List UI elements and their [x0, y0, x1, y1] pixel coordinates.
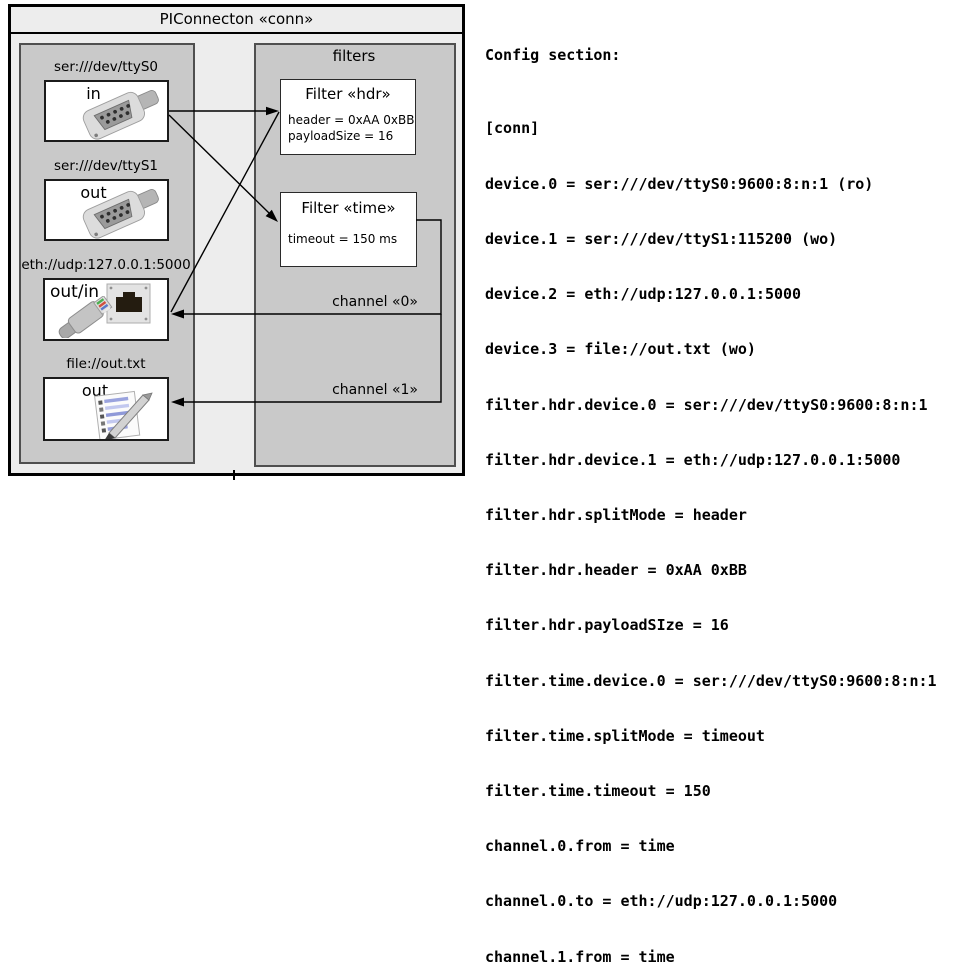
channel-1-label: channel «1»	[332, 382, 418, 398]
filter-attr: header = 0xAA 0xBB	[288, 113, 415, 127]
device-box-file: out	[43, 377, 169, 441]
title-separator	[10, 32, 463, 34]
screenshot-root: PIConnecton «conn» ser:///dev/ttyS0 in s…	[8, 4, 937, 966]
config-line: channel.0.from = time	[485, 837, 675, 856]
device-mode-label: out	[80, 183, 107, 202]
config-line: filter.hdr.payloadSIze = 16	[485, 616, 729, 635]
config-line: filter.time.device.0 = ser:///dev/ttyS0:…	[485, 671, 937, 690]
filter-title: Filter «time»	[301, 199, 396, 217]
filter-title: Filter «hdr»	[305, 85, 391, 103]
filters-panel-title: filters	[332, 47, 376, 65]
device-mode-label: out/in	[50, 282, 100, 302]
device-uri-label: file://out.txt	[66, 356, 146, 372]
channel-0-label: channel «0»	[332, 294, 418, 310]
notepad-icon	[94, 390, 153, 439]
config-line: filter.time.timeout = 150	[485, 782, 711, 801]
filter-attr: payloadSize = 16	[288, 129, 394, 143]
config-line: filter.hdr.device.1 = eth://udp:127.0.0.…	[485, 450, 901, 469]
device-uri-label: ser:///dev/ttyS1	[54, 158, 158, 174]
device-box-ttyS0: in	[44, 80, 169, 142]
config-line: device.1 = ser:///dev/ttyS1:115200 (wo)	[485, 229, 838, 248]
config-line: channel.1.from = time	[485, 947, 675, 966]
device-box-ttyS1: out	[44, 179, 169, 241]
config-line: filter.hdr.splitMode = header	[485, 505, 747, 524]
config-line: filter.hdr.device.0 = ser:///dev/ttyS0:9…	[485, 395, 928, 414]
config-line: filter.hdr.header = 0xAA 0xBB	[485, 561, 747, 580]
config-line: device.0 = ser:///dev/ttyS0:9600:8:n:1 (…	[485, 174, 874, 193]
config-heading: Config section:	[485, 45, 621, 64]
ethernet-connector-icon	[58, 296, 113, 338]
ethernet-port-icon	[106, 283, 151, 324]
device-uri-label: ser:///dev/ttyS0	[54, 59, 158, 75]
config-line: channel.0.to = eth://udp:127.0.0.1:5000	[485, 892, 838, 911]
filter-attr: timeout = 150 ms	[288, 232, 398, 246]
config-line: filter.time.splitMode = timeout	[485, 726, 765, 745]
config-line: device.2 = eth://udp:127.0.0.1:5000	[485, 285, 802, 304]
config-section: Config section: [conn] device.0 = ser://…	[485, 9, 937, 968]
device-uri-label: eth://udp:127.0.0.1:5000	[21, 257, 191, 273]
device-box-eth: out/in	[43, 278, 169, 341]
config-line: device.3 = file://out.txt (wo)	[485, 340, 756, 359]
filter-box-hdr: Filter «hdr» header = 0xAA 0xBB payloadS…	[280, 79, 416, 155]
serial-connector-icon	[82, 90, 159, 140]
filter-box-time: Filter «time» timeout = 150 ms	[280, 192, 417, 267]
connector-title: PIConnecton «conn»	[159, 10, 314, 28]
frame-anchor-tick	[233, 470, 235, 480]
config-line: [conn]	[485, 119, 540, 138]
device-mode-label: in	[86, 84, 101, 103]
serial-connector-icon	[82, 189, 159, 239]
